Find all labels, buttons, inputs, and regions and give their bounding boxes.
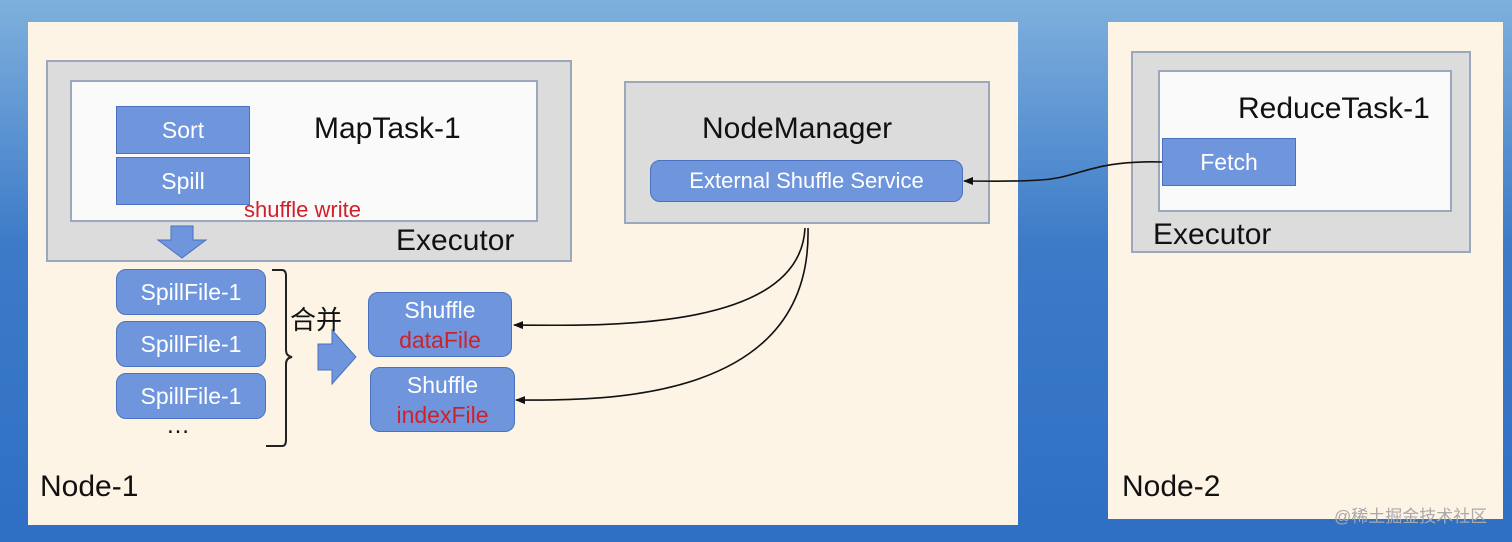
fetch-to-shuffle-service-arrow — [963, 161, 1163, 186]
shuffle-write-label: shuffle write — [244, 197, 361, 222]
brace-icon — [266, 269, 293, 447]
merge-arrow-icon — [317, 328, 357, 386]
reducetask-label: ReduceTask-1 — [1238, 92, 1430, 125]
spill-file-ellipsis: … — [166, 412, 190, 439]
sort-label: Sort — [161, 116, 205, 143]
fetch-box: Fetch — [1162, 138, 1296, 186]
watermark: @稀土掘金技术社区 — [1334, 507, 1488, 526]
node-1-label: Node-1 — [40, 470, 139, 503]
shuffle-index-title: Shuffle — [406, 371, 479, 398]
spill-file-2: SpillFile-1 — [116, 321, 266, 367]
fetch-label: Fetch — [1200, 148, 1258, 175]
spill-file-3: SpillFile-1 — [116, 373, 266, 419]
nodemanager-to-indexfile-arrow — [515, 227, 809, 405]
spill-file-1: SpillFile-1 — [116, 269, 266, 315]
nodemanager-label: NodeManager — [702, 112, 893, 145]
executor-node-2-label: Executor — [1153, 218, 1272, 251]
nodemanager-to-datafile-arrow — [513, 227, 806, 330]
shuffle-index-sub: indexFile — [396, 401, 489, 428]
spill-file-label: SpillFile-1 — [140, 382, 242, 409]
sort-box: Sort — [116, 106, 250, 154]
executor-node-1-label: Executor — [396, 224, 515, 257]
shuffle-data-sub: dataFile — [399, 326, 481, 353]
maptask-label: MapTask-1 — [314, 112, 461, 145]
merge-label: 合并 — [290, 305, 343, 335]
shuffle-data-file-box: Shuffle dataFile — [368, 292, 512, 357]
spill-file-label: SpillFile-1 — [140, 278, 242, 305]
external-shuffle-service-box: External Shuffle Service — [650, 160, 963, 202]
shuffle-index-file-box: Shuffle indexFile — [370, 367, 515, 432]
spill-label: Spill — [161, 167, 205, 194]
shuffle-data-title: Shuffle — [404, 296, 476, 323]
node-2-label: Node-2 — [1122, 470, 1221, 503]
external-shuffle-service-label: External Shuffle Service — [689, 168, 924, 193]
spill-box: Spill — [116, 157, 250, 205]
spill-file-label: SpillFile-1 — [140, 330, 242, 357]
down-arrow-icon — [156, 225, 208, 259]
